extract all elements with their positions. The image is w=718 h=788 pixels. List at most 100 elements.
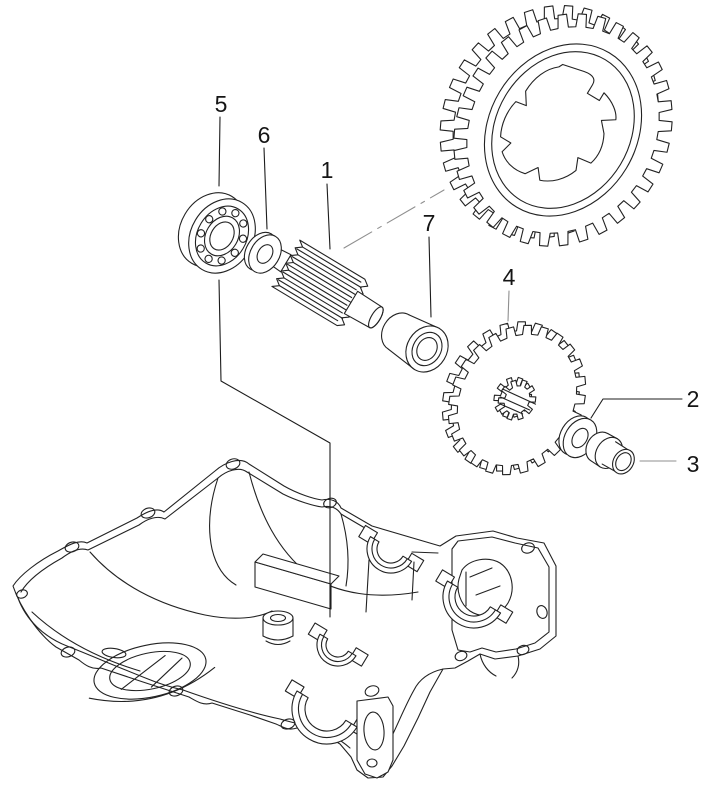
pinion-shaft-drawing [268,239,384,329]
bushing-body [585,431,635,475]
assembly-axis-dashed-line [343,189,445,249]
bolt-hole [140,507,156,519]
boss-collar [265,640,291,646]
bore-outer-arc [88,666,216,703]
callout-label-4: 4 [503,264,516,290]
inner-race-edge [203,215,241,257]
leader-4 [507,290,510,322]
gear-face-rim [483,43,643,217]
leader-1 [326,183,331,250]
main-drive-gear-drawing [439,5,673,247]
bearing-ball [218,207,227,216]
saddle-b-arc [448,583,496,623]
inner-bowl-rim [89,551,273,619]
pocket-ribs [465,567,501,607]
lower-flange-line [389,668,444,741]
roller-bushing-7-drawing [381,312,449,373]
plateau-inner-ring [451,536,550,653]
spline-hub-lines [499,388,537,415]
shaft-cap [368,306,384,329]
transmission-case-drawing [12,458,557,779]
bushing-3-drawing [585,431,635,475]
boss-drawing [262,610,294,646]
ellipse-edge [262,610,294,626]
ellipse-edge [93,642,207,700]
boss-side [262,617,294,637]
tooth-ridges-minor [278,246,362,322]
bore-rib [120,654,166,690]
plateau-foot-lines [479,653,520,679]
bolt-hole [280,718,296,730]
exploded-parts [177,5,673,476]
drain-plate-hole [366,758,378,768]
leader-lines [218,116,683,618]
drain-plate-oval [363,711,385,751]
inner-wall-line [31,611,141,672]
bolt-hole [64,541,80,553]
washer-front [248,234,282,274]
bearing-body [177,192,256,274]
callout-labels: 1 2 3 4 5 6 7 [215,91,700,477]
saddle-c [307,622,369,667]
gear-face-inner-rim [491,51,635,209]
pump-bore-drawing [88,642,216,703]
bore-rib [150,657,183,688]
front-rim [411,331,443,367]
bearing-ball [230,248,239,257]
leader-2 [590,398,683,419]
plateau-pocket [457,558,513,616]
barrel-face [612,448,635,475]
saddle-b [435,569,514,629]
small-slot [101,647,127,659]
bolt-hole [516,644,530,656]
callout-label-1: 1 [321,157,334,183]
washer-body [243,231,282,274]
callout-label-5: 5 [215,91,228,117]
saddle-a-arc [366,536,413,574]
inner-wall-line [209,477,237,586]
leader-6 [263,147,268,230]
inner-wall-line [340,513,349,587]
callout-label-7: 7 [423,210,436,236]
saddle-a-arc [371,538,408,569]
thrust-washer-6-drawing [243,231,282,274]
bolt-hole [364,685,380,697]
bearing-ball [217,256,226,265]
bearing-ball [196,244,205,253]
washer-hole [571,427,589,449]
callout-label-3: 3 [687,451,700,477]
bolt-hole [16,589,28,599]
gear-body [439,5,673,247]
flange-inner-line [411,551,439,554]
saddle-d-arc [297,693,352,739]
bolt-hole [323,497,337,509]
bore [416,337,438,361]
bearing-ball [196,229,206,238]
bolt-hole [454,650,468,662]
saddle-c-arc [316,633,357,667]
callout-label-2: 2 [687,386,700,412]
ball-bearing-drawing [177,192,256,274]
rib-block-top [254,553,340,585]
barrel-rim [615,452,632,472]
gear-body [441,321,587,476]
tooth-ridges [277,248,362,319]
bearing-bore [209,221,235,251]
bolt-hole [60,646,76,658]
bolt-hole [225,458,241,470]
spline-hub-front [497,379,537,421]
bearing-ball [238,234,248,243]
washer-hole [256,244,274,264]
assembly-position-line [218,279,331,618]
callout-label-6: 6 [258,122,271,148]
outer-race-edge [194,205,250,267]
boss-bottom [262,635,294,641]
bolt-hole [536,605,548,619]
ellipse-edge [269,613,287,623]
bushing-body [381,312,449,373]
bearing-ball [239,219,248,228]
gear-spline-bore [500,63,617,182]
leader-7 [428,236,432,318]
bearing-ball [204,254,213,264]
